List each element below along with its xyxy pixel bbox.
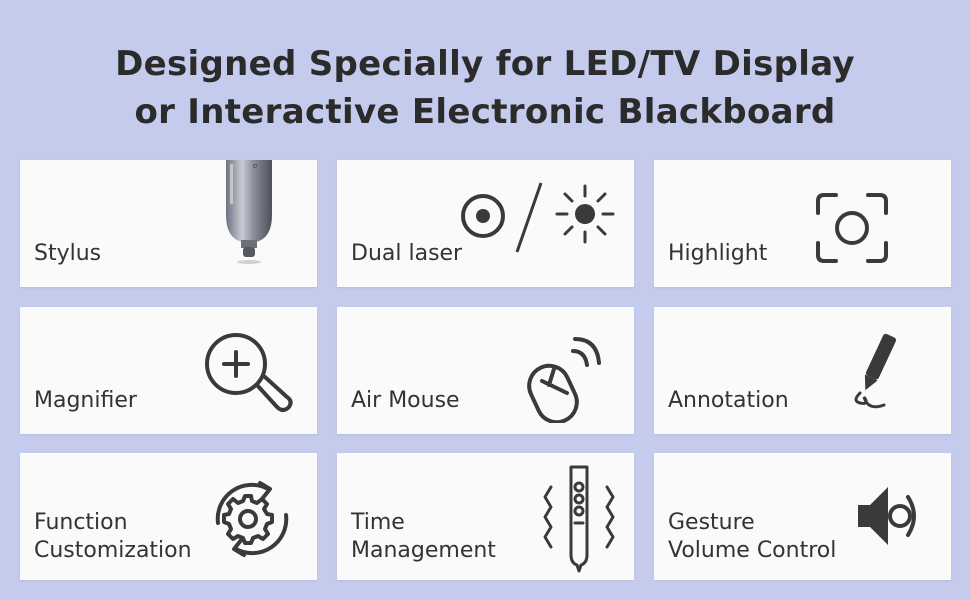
stylus-pen-tip-icon: D (216, 160, 286, 270)
magnifier-icon (203, 331, 293, 417)
feature-card-gesture-volume-control: Gesture Volume Control (654, 453, 951, 580)
feature-label-function-customization: Function Customization (34, 510, 192, 563)
feature-card-air-mouse: Air Mouse (337, 307, 634, 434)
feature-label-highlight: Highlight (668, 241, 768, 266)
highlight-focus-icon (814, 191, 890, 265)
dual-laser-icon (457, 178, 617, 258)
annotation-pen-icon (850, 333, 900, 413)
headline-line-2: or Interactive Electronic Blackboard (134, 92, 836, 132)
feature-card-highlight: Highlight (654, 160, 951, 287)
feature-label-air-mouse: Air Mouse (351, 388, 460, 413)
gear-cycle-icon (210, 477, 294, 561)
feature-card-magnifier: Magnifier (20, 307, 317, 434)
feature-label-time-management: Time Management (351, 510, 496, 563)
air-mouse-icon (527, 329, 607, 423)
feature-label-gesture-volume-control: Gesture Volume Control (668, 510, 837, 563)
speaker-volume-icon (856, 483, 922, 549)
feature-card-annotation: Annotation (654, 307, 951, 434)
feature-label-annotation: Annotation (668, 388, 789, 413)
feature-label-magnifier: Magnifier (34, 388, 137, 413)
feature-card-function-customization: Function Customization (20, 453, 317, 580)
feature-label-stylus: Stylus (34, 241, 102, 266)
feature-card-dual-laser: Dual laser (337, 160, 634, 287)
feature-card-stylus: D Stylus (20, 160, 317, 287)
headline: Designed Specially for LED/TV Display or… (0, 40, 970, 136)
vibrating-remote-icon (541, 465, 617, 573)
feature-label-dual-laser: Dual laser (351, 241, 463, 266)
feature-card-time-management: Time Management (337, 453, 634, 580)
headline-line-1: Designed Specially for LED/TV Display (115, 44, 855, 84)
svg-text:D: D (251, 164, 257, 168)
